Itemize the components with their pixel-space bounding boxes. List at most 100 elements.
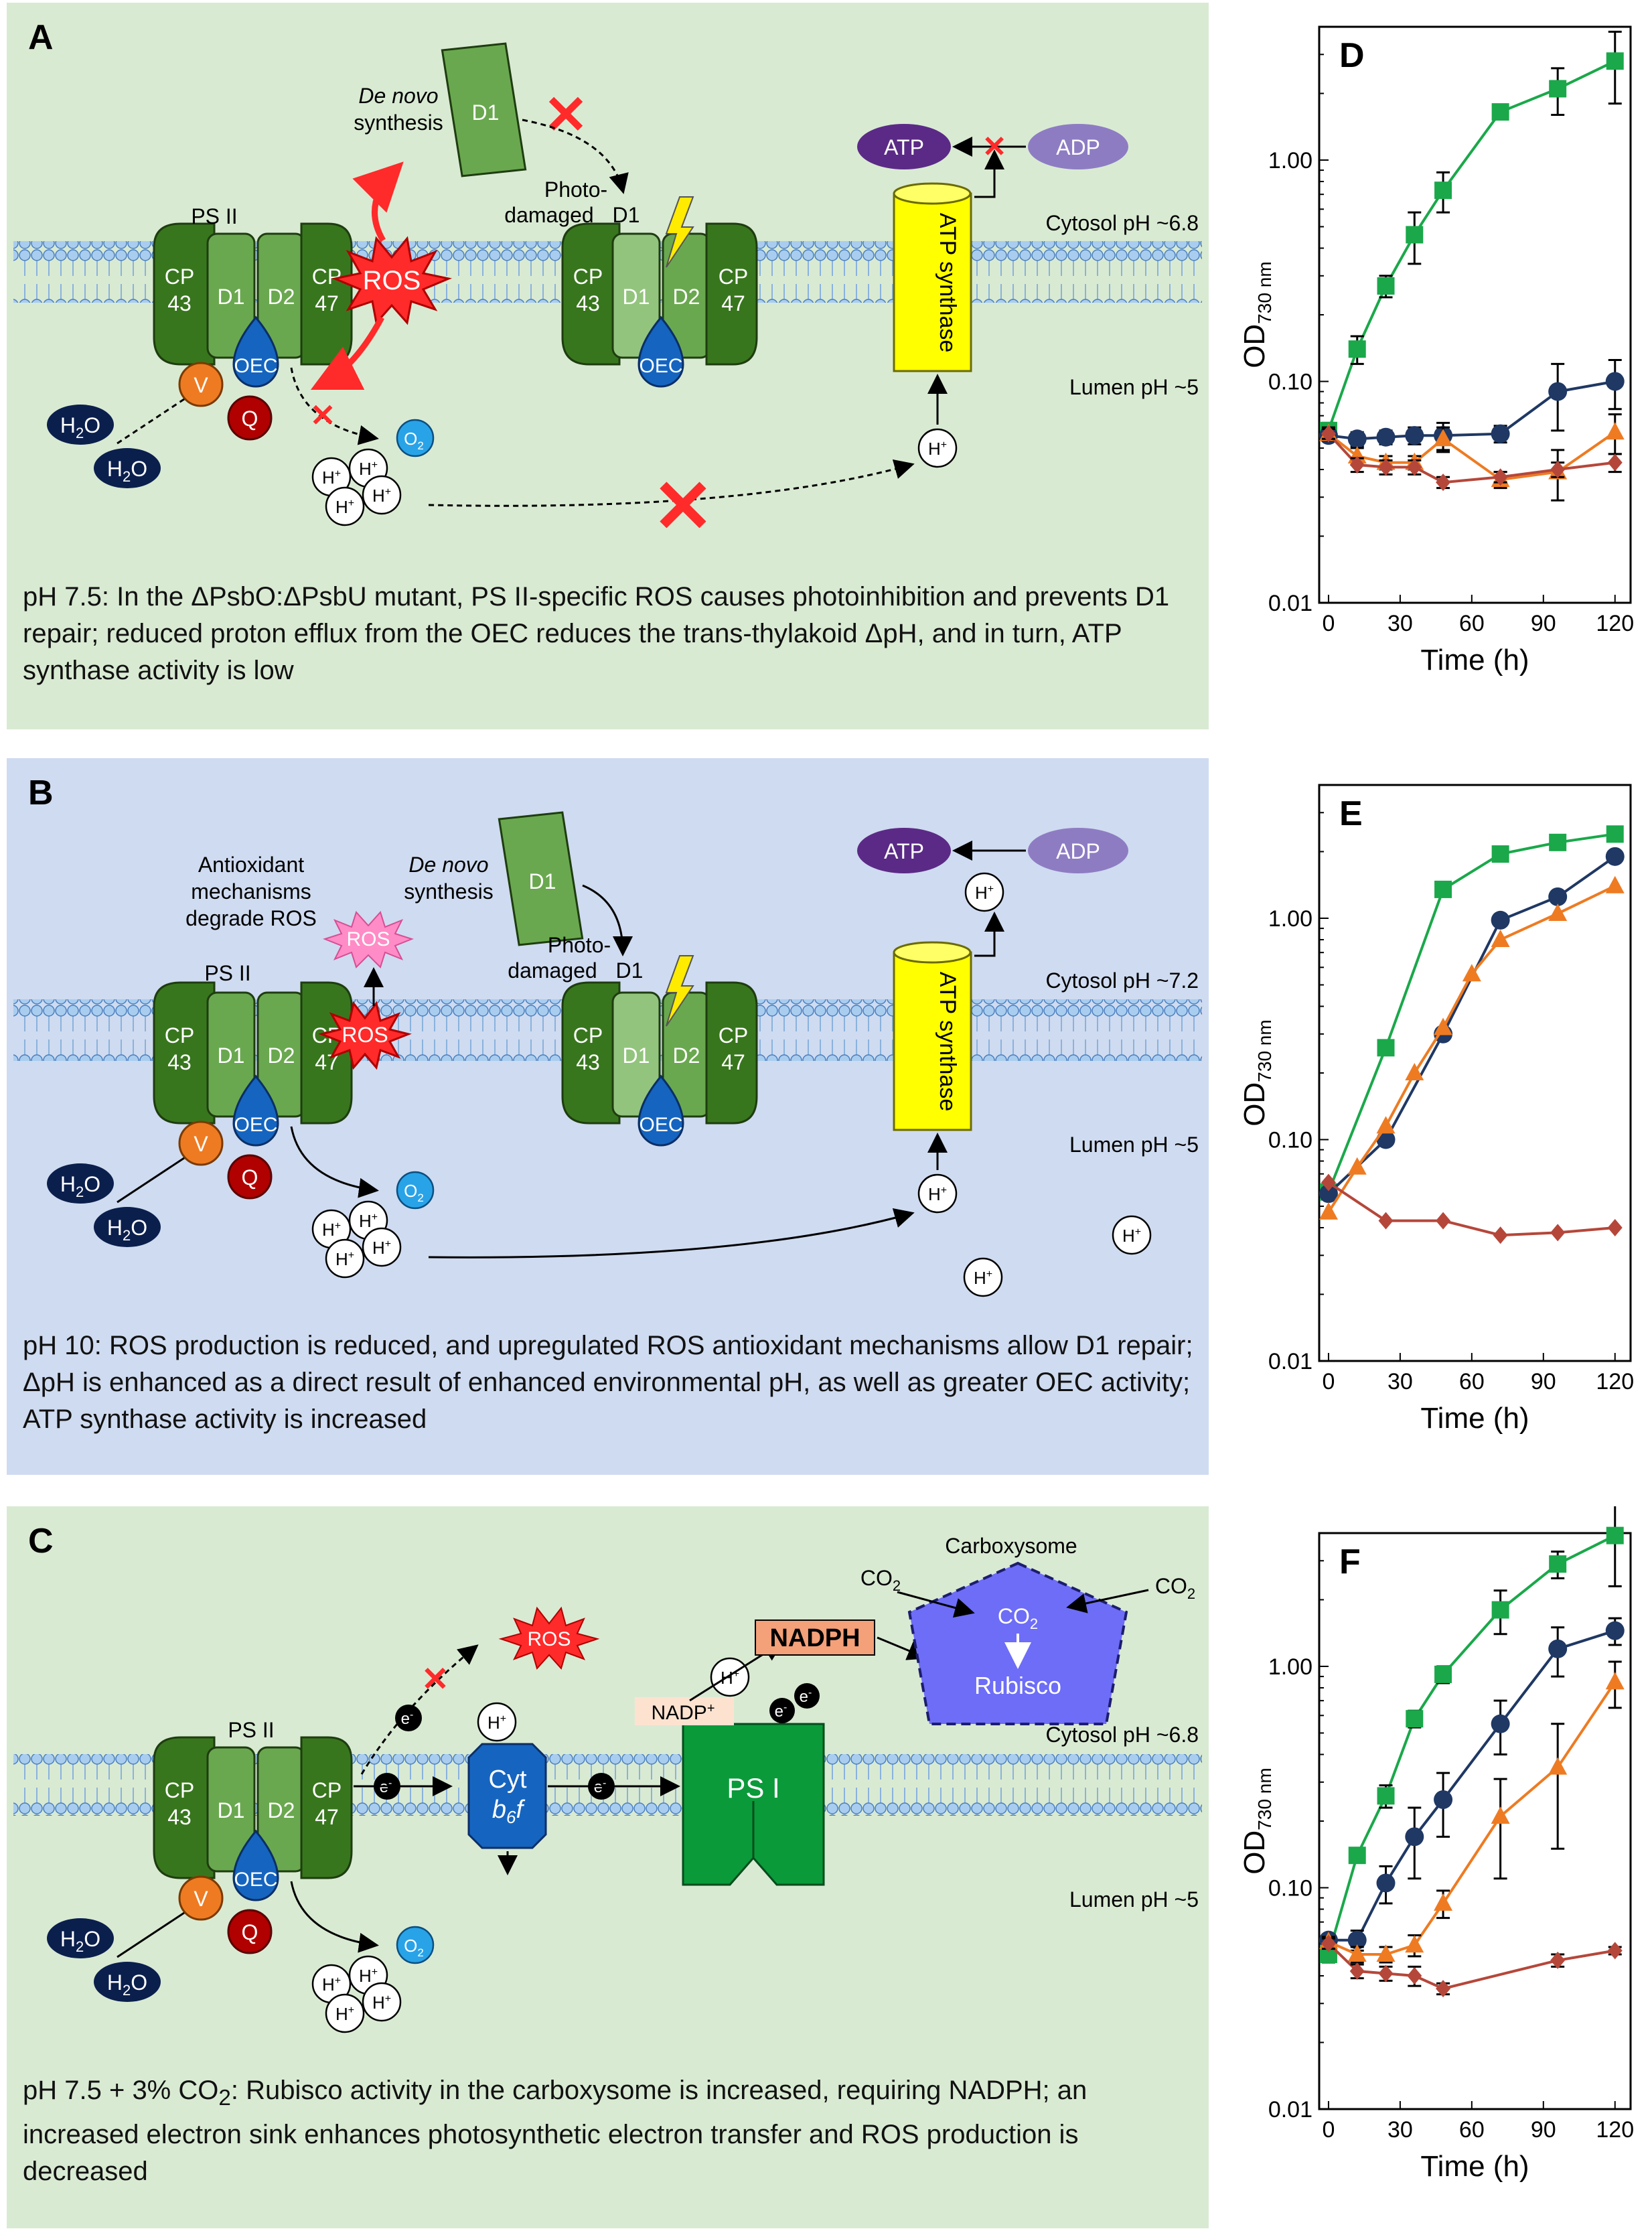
adp-molecule: [1028, 124, 1128, 169]
atp-synthase: [893, 941, 972, 1131]
data-point: [1434, 1017, 1453, 1035]
atp-synthase-label: ATP synthase: [935, 972, 960, 1112]
x-tick-label: 90: [1531, 2117, 1556, 2143]
photo-label: Photo-: [548, 933, 611, 957]
panel-caption: pH 10: ROS production is reduced, and up…: [23, 1331, 1193, 1434]
data-point: [1378, 1212, 1394, 1230]
proton-label: H+: [1122, 1226, 1141, 1246]
chart-panel-label: E: [1339, 794, 1363, 833]
data-point: [1550, 1951, 1566, 1969]
lightning-icon: [665, 196, 694, 268]
y-tick-label: 0.01: [1268, 1349, 1312, 1374]
proton-label: H+: [359, 459, 378, 479]
data-point: [1605, 875, 1625, 893]
cyt-label: Cyt: [489, 1766, 527, 1794]
ps2-label: PS II: [228, 1718, 274, 1742]
proton-cluster: [311, 1200, 402, 1279]
cytosol-label: Cytosol pH ~6.8: [1045, 211, 1199, 235]
data-point: [1407, 458, 1422, 476]
new-d1-label: D1: [472, 100, 500, 125]
o2-label: O2: [404, 1936, 424, 1959]
d2-label: D2: [268, 1043, 295, 1068]
cp47-label: CP: [312, 265, 342, 289]
degraded-ros-label: ROS: [346, 928, 390, 950]
proton-circle: [964, 872, 1004, 912]
atp-label: ATP: [884, 135, 924, 159]
cp43-label-num: 43: [167, 1050, 192, 1074]
y-axis-label: OD730 nm: [1238, 1768, 1275, 1874]
data-point: [1548, 1639, 1568, 1658]
data-point: [1491, 1714, 1510, 1733]
data-point: [1548, 1757, 1568, 1775]
q-cluster: [227, 1909, 273, 1954]
proton-label: H+: [359, 1211, 378, 1231]
co2-label: CO2: [1155, 1574, 1195, 1602]
atp-label: ATP: [884, 839, 924, 863]
data-point: [1436, 1980, 1451, 1998]
chart-panel-label: D: [1339, 36, 1365, 75]
series-line: [1327, 833, 1616, 1193]
nadph-label: NADPH: [769, 1624, 860, 1652]
nadph-box: [755, 1619, 875, 1656]
lumen-label: Lumen pH ~5: [1069, 1887, 1199, 1912]
o2-molecule: [396, 1171, 435, 1210]
plot-area: [1318, 1532, 1632, 2110]
b6f-label: b6f: [492, 1796, 526, 1827]
oec-label: OEC: [234, 355, 277, 377]
data-point: [1491, 103, 1509, 121]
electron-icon: [395, 1705, 422, 1731]
q-cluster: [227, 395, 273, 441]
ros-burst-icon: [498, 1606, 600, 1670]
data-point: [1434, 880, 1452, 898]
proton-label: H+: [335, 2004, 354, 2024]
cp47-label-num: 47: [721, 1050, 745, 1074]
data-point: [1376, 1944, 1396, 1962]
x-axis-label: Time (h): [1420, 1402, 1529, 1435]
oec-label: OEC: [234, 1869, 277, 1891]
q-label: Q: [242, 1165, 258, 1190]
data-point: [1434, 182, 1452, 200]
h2o-label: H2O: [60, 1927, 100, 1955]
atp-synthase-label: ATP synthase: [935, 213, 960, 353]
data-point: [1319, 1202, 1338, 1220]
d2-label: D2: [673, 285, 700, 309]
data-point: [1493, 468, 1508, 486]
data-point: [1491, 910, 1510, 930]
data-point: [1606, 52, 1624, 70]
proton-circle: [917, 428, 958, 468]
cp47-label: CP: [719, 1023, 748, 1048]
antioxidant-label: degrade ROS: [185, 906, 317, 930]
panel-caption: pH 7.5 + 3% CO2: Rubisco activity in the…: [23, 2072, 1208, 2190]
de-novo-label: De novo: [358, 84, 438, 108]
panel-b: B PS II CP 43 D1 D2 CP 47 OEC ROS ROS An…: [7, 758, 1209, 1475]
proton-label: H+: [487, 1713, 506, 1733]
proton-circle: [710, 1657, 750, 1697]
new-d1-label: D1: [529, 869, 556, 893]
panel-a: A PS II CP 43 D1 D2 CP 47 OEC: [7, 3, 1209, 729]
data-point: [1607, 1219, 1623, 1237]
q-cluster: [227, 1154, 273, 1200]
y-tick-label: 0.10: [1268, 1127, 1312, 1153]
data-point: [1347, 1157, 1367, 1175]
proton-circle: [963, 1257, 1003, 1297]
o2-label: O2: [404, 429, 424, 452]
x-tick-label: 60: [1459, 1369, 1485, 1394]
d2-label: D2: [673, 1043, 700, 1068]
oec-label: OEC: [234, 1114, 277, 1136]
block-x-icon: ✕: [310, 398, 336, 433]
ros-label: ROS: [527, 1628, 571, 1650]
data-point: [1347, 1944, 1367, 1962]
data-point: [1549, 1555, 1567, 1573]
h2o-label: H2O: [107, 1970, 147, 1999]
oec-label: OEC: [639, 355, 682, 377]
h2o-label: H2O: [60, 413, 100, 441]
h2o-label: H2O: [107, 1216, 147, 1244]
data-point: [1405, 1827, 1424, 1847]
d1-label: D1: [218, 1798, 245, 1822]
proton-label: H+: [975, 883, 994, 903]
proton-label: H+: [359, 1966, 378, 1986]
data-point: [1376, 1116, 1396, 1134]
